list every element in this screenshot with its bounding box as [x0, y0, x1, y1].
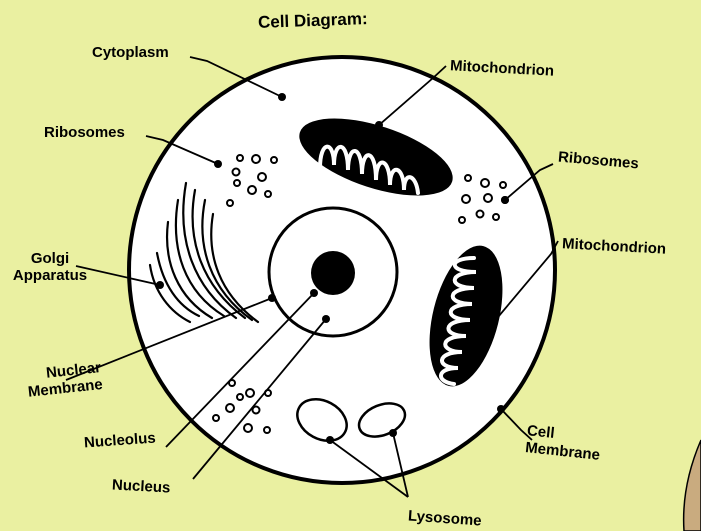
label-cytoplasm: Cytoplasm: [92, 44, 169, 61]
label-ribosomes-left: Ribosomes: [44, 124, 125, 141]
label-golgi-line1: Golgi: [31, 250, 69, 267]
nucleolus: [311, 251, 355, 295]
corner-decoration: [684, 440, 701, 531]
label-nucleus: Nucleus: [112, 476, 171, 496]
label-golgi-line2: Apparatus: [13, 267, 87, 284]
diagram-title: Cell Diagram:: [258, 10, 368, 31]
label-golgi-apparatus: Golgi Apparatus: [10, 250, 90, 284]
